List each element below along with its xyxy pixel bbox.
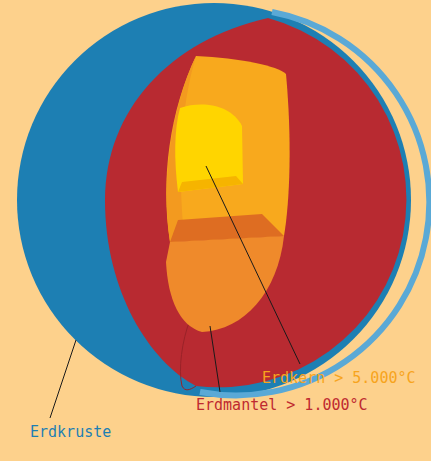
leader-line xyxy=(210,326,220,392)
outer-core xyxy=(166,56,289,242)
inner-core xyxy=(175,105,243,192)
mantle-edge xyxy=(180,320,196,390)
outer-core-lower xyxy=(166,236,284,332)
leader-line xyxy=(50,340,76,418)
callout-label: Erdmantel > 1.000°C xyxy=(196,396,368,414)
leader-line xyxy=(206,166,300,364)
earth-mantle xyxy=(105,18,406,387)
inner-core-face xyxy=(178,176,243,192)
callout-label: Erdkern > 5.000°C xyxy=(262,369,416,387)
earth-crust xyxy=(17,3,411,397)
callout-label: Erdkruste xyxy=(30,423,111,441)
